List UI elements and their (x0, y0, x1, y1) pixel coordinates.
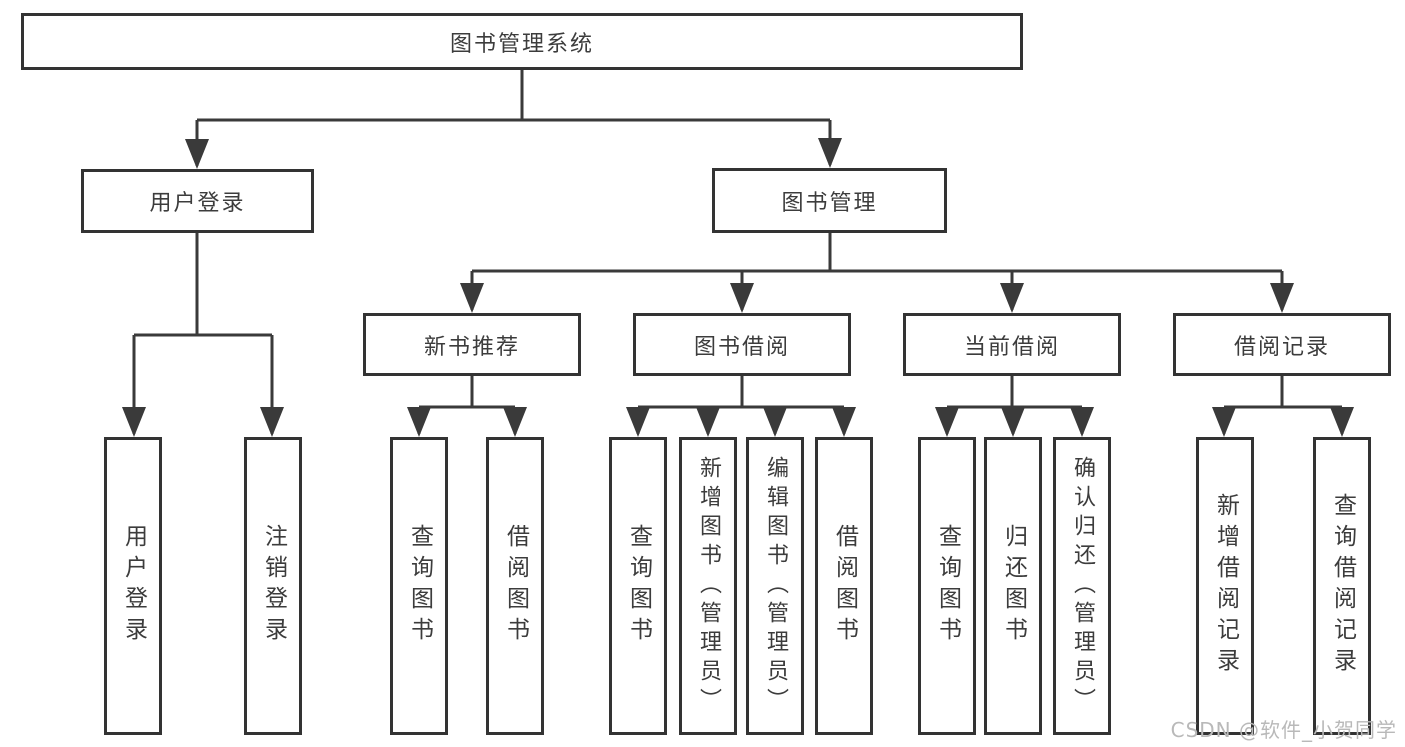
node-current-borrow: 当前借阅 (903, 313, 1121, 376)
leaf-logout-login: 注销登录 (244, 437, 302, 735)
leaf-query-books-borrow: 查询图书 (609, 437, 667, 735)
leaf-query-borrow-record-label: 查询借阅记录 (1329, 493, 1356, 679)
leaf-query-books-borrow-label: 查询图书 (625, 524, 652, 648)
leaf-logout-login-label: 注销登录 (260, 524, 287, 648)
leaf-query-books-recommend-label: 查询图书 (406, 524, 433, 648)
leaf-add-borrow-record-label: 新增借阅记录 (1212, 493, 1239, 679)
connector-new-book-recommend-frame (419, 376, 515, 409)
leaf-confirm-return-admin: 确认归还（管理员） (1053, 437, 1111, 735)
leaf-edit-books-admin-label: 编辑图书（管理员） (763, 455, 788, 717)
connector-user-login-frame (134, 233, 272, 337)
node-book-management: 图书管理 (712, 168, 947, 233)
node-user-login-label: 用户登录 (149, 191, 246, 216)
leaf-borrow-books-recommend: 借阅图书 (486, 437, 544, 735)
leaf-borrow-books: 借阅图书 (815, 437, 873, 735)
leaf-borrow-books-recommend-label: 借阅图书 (502, 524, 529, 648)
connector-borrow-records-frame (1224, 376, 1342, 409)
leaf-query-borrow-record: 查询借阅记录 (1313, 437, 1371, 735)
node-new-book-recommend: 新书推荐 (363, 313, 581, 376)
node-user-login: 用户登录 (81, 169, 314, 233)
leaf-add-books-admin: 新增图书（管理员） (679, 437, 737, 735)
leaf-return-books-label: 归还图书 (1000, 524, 1027, 648)
leaf-user-login-label: 用户登录 (120, 524, 147, 648)
node-book-management-label: 图书管理 (781, 190, 878, 216)
leaf-user-login: 用户登录 (104, 437, 162, 735)
leaf-confirm-return-admin-label: 确认归还（管理员） (1070, 455, 1095, 717)
leaf-borrow-books-label: 借阅图书 (831, 524, 858, 648)
connector-book-management-frame (472, 233, 1282, 273)
leaf-add-borrow-record: 新增借阅记录 (1196, 437, 1254, 735)
leaf-add-books-admin-label: 新增图书（管理员） (696, 455, 721, 717)
leaf-query-books-recommend: 查询图书 (390, 437, 448, 735)
node-root-label: 图书管理系统 (449, 31, 594, 57)
node-current-borrow-label: 当前借阅 (963, 334, 1060, 360)
leaf-query-books-current: 查询图书 (918, 437, 976, 735)
connector-current-borrow-frame (947, 376, 1082, 409)
node-root: 图书管理系统 (21, 13, 1023, 70)
connector-root-frame (197, 70, 830, 122)
node-book-borrow: 图书借阅 (633, 313, 851, 376)
node-new-book-recommend-label: 新书推荐 (423, 334, 520, 360)
csdn-watermark: CSDN @软件_小贺同学 (1170, 718, 1397, 742)
node-borrow-records-label: 借阅记录 (1233, 334, 1330, 360)
leaf-edit-books-admin: 编辑图书（管理员） (746, 437, 804, 735)
connector-book-borrow-frame (638, 376, 844, 409)
node-book-borrow-label: 图书借阅 (693, 334, 790, 360)
leaf-return-books: 归还图书 (984, 437, 1042, 735)
node-borrow-records: 借阅记录 (1173, 313, 1391, 376)
leaf-query-books-current-label: 查询图书 (934, 524, 961, 648)
